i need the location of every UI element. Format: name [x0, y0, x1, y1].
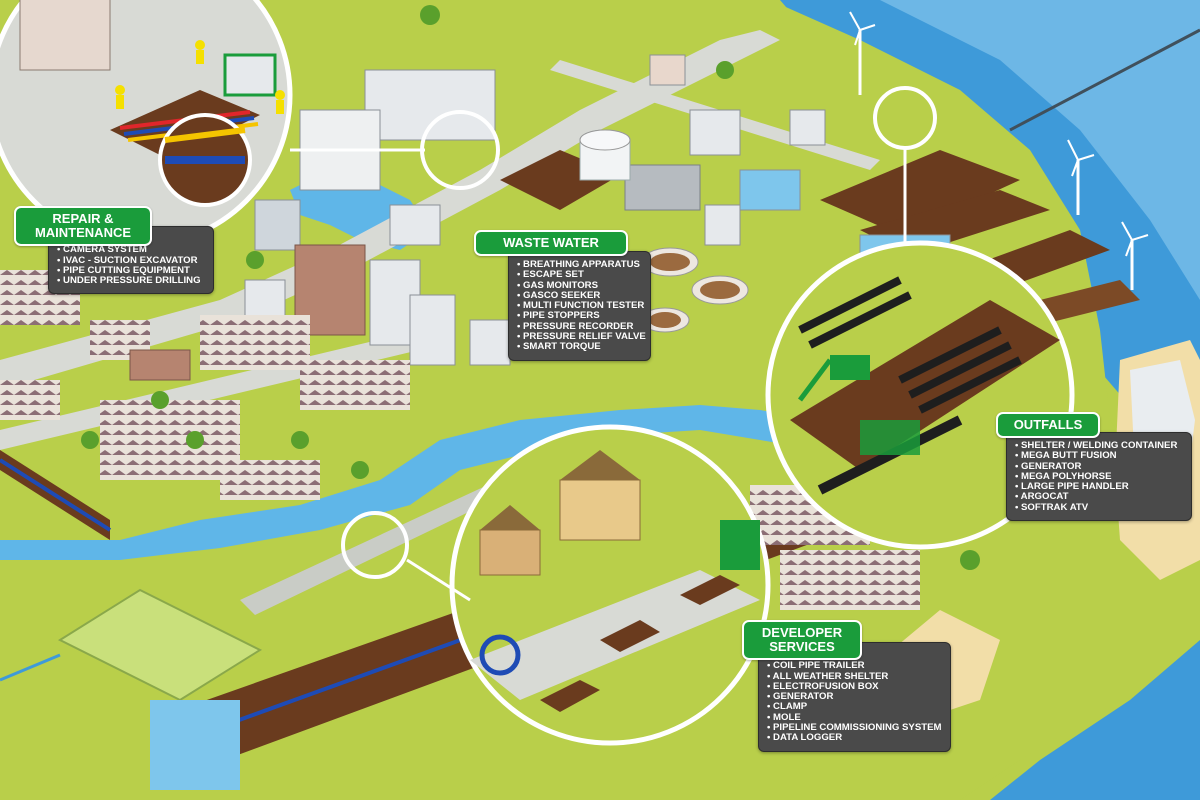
storage-tank-icon [579, 129, 631, 151]
offshore-pipeline [1009, 28, 1200, 132]
trees [81, 5, 980, 570]
developer-title-line2: SERVICES [769, 639, 835, 654]
list-item: SHELTER / WELDING CONTAINER [1015, 440, 1183, 451]
house-icon [479, 505, 541, 576]
list-item: ESCAPE SET [517, 269, 642, 280]
list-item: PRESSURE RELIEF VALVE [517, 331, 646, 342]
repair-maintenance-title: REPAIR & MAINTENANCE [14, 206, 152, 246]
sea [760, 0, 1200, 800]
list-item: GASCO SEEKER [517, 290, 642, 301]
list-item: CAMERA SYSTEM [57, 244, 205, 255]
repair-title-line1: REPAIR & [52, 211, 114, 226]
tree-icon [291, 431, 309, 449]
list-item: GAS MONITORS [517, 280, 642, 291]
tree-icon [151, 391, 169, 409]
outfalls-title-text: OUTFALLS [1013, 417, 1083, 432]
tree-icon [351, 461, 369, 479]
list-item: SOFTRAK ATV [1015, 502, 1183, 513]
tree-icon [960, 550, 980, 570]
worker-icon [115, 85, 125, 109]
outfalls-title: OUTFALLS [996, 412, 1100, 438]
outfalls-list: SHELTER / WELDING CONTAINER MEGA BUTT FU… [1006, 432, 1192, 522]
waste-title: WASTE WATER [503, 235, 599, 250]
tree-icon [246, 251, 264, 269]
pier [0, 588, 263, 790]
waste-water-title: WASTE WATER [474, 230, 628, 256]
list-item: LARGE PIPE HANDLER [1015, 481, 1183, 492]
list-item: ARGOCAT [1015, 492, 1183, 503]
list-item: DATA LOGGER [767, 733, 942, 744]
detail-outfalls [765, 240, 1075, 550]
list-item: GENERATOR [767, 691, 942, 702]
detail-repair [0, 0, 293, 248]
list-item: PIPELINE COMMISSIONING SYSTEM [767, 722, 942, 733]
list-item: PRESSURE RECORDER [517, 321, 642, 332]
tree-icon [186, 431, 204, 449]
list-item: GENERATOR [1015, 461, 1183, 472]
list-item: UNDER PRESSURE DRILLING [57, 275, 205, 286]
detail-developer [449, 424, 771, 746]
wind-turbine-icon [849, 11, 876, 95]
worker-icon [275, 90, 285, 114]
list-item: ELECTROFUSION BOX [767, 681, 942, 692]
detail-connectors [290, 86, 937, 602]
list-item: MEGA POLYHORSE [1015, 471, 1183, 482]
tree-icon [81, 431, 99, 449]
list-item: BREATHING APPARATUS [517, 259, 642, 270]
developer-services-title: DEVELOPER SERVICES [742, 620, 862, 660]
settling-tank-icon [691, 275, 749, 305]
tree-icon [420, 5, 440, 25]
list-item: COIL PIPE TRAILER [767, 660, 942, 671]
list-item: CLAMP [767, 702, 942, 713]
list-item: PIPE CUTTING EQUIPMENT [57, 265, 205, 276]
wind-turbine-icon [1121, 221, 1149, 290]
list-item: MULTI FUNCTION TESTER [517, 300, 644, 311]
settling-tanks [579, 129, 749, 333]
developer-title-line1: DEVELOPER [761, 625, 843, 640]
list-item: MOLE [767, 712, 942, 723]
list-item: MEGA BUTT FUSION [1015, 450, 1183, 461]
list-item: ALL WEATHER SHELTER [767, 671, 942, 682]
list-item: PIPE STOPPERS [517, 311, 642, 322]
repair-title-line2: MAINTENANCE [34, 225, 132, 240]
developer-services-list: CAT SCANNER COIL PIPE TRAILER ALL WEATHE… [758, 642, 951, 752]
wind-turbine-icon [1067, 139, 1095, 215]
wind-turbines [849, 11, 1149, 290]
list-item: IVAC - SUCTION EXCAVATOR [57, 255, 205, 266]
list-item: SMART TORQUE [517, 342, 642, 353]
worker-icon [195, 40, 205, 64]
tree-icon [716, 61, 734, 79]
excavator-icon [798, 355, 870, 402]
house-icon [559, 450, 641, 541]
waste-water-list: BREATHING APPARATUS ESCAPE SET GAS MONIT… [508, 251, 651, 361]
